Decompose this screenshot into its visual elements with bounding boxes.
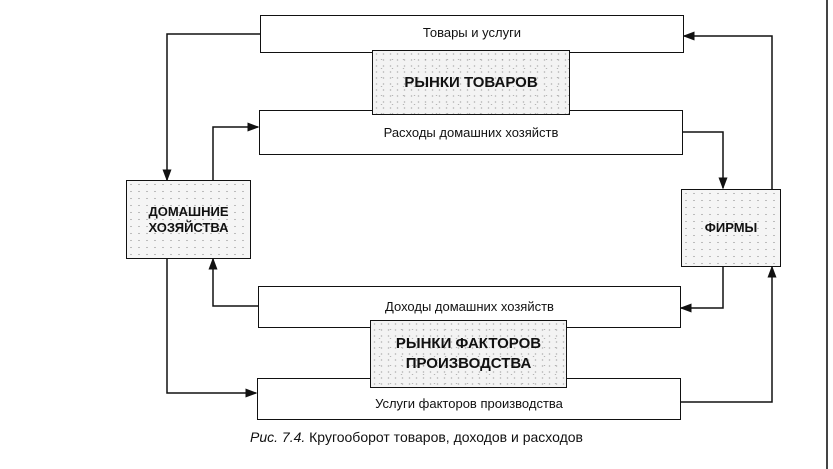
arrow-factors-to-firms	[681, 265, 777, 403]
arrow-firms-to-income	[679, 266, 724, 313]
figure-number: Рис. 7.4.	[250, 429, 306, 445]
arrow-goods-to-households	[162, 33, 260, 182]
flow-label: Доходы домашних хозяйств	[385, 299, 554, 314]
arrow-income-to-households	[208, 257, 258, 307]
arrow-spending-to-firms	[682, 131, 728, 190]
arrow-households-to-factors	[166, 258, 258, 398]
flow-household-spending: Расходы домашних хозяйств	[259, 110, 683, 155]
households-box: ДОМАШНИЕ ХОЗЯЙСТВА	[126, 180, 251, 259]
figure-caption: Рис. 7.4. Кругооборот товаров, доходов и…	[0, 429, 833, 445]
flow-label: Расходы домашних хозяйств	[383, 125, 559, 140]
factor-market-label-line2: ПРОИЗВОДСТВА	[405, 355, 532, 372]
firms-box: ФИРМЫ	[681, 189, 781, 267]
households-label-line2: ХОЗЯЙСТВА	[148, 219, 229, 235]
flow-goods-services: Товары и услуги	[260, 15, 684, 53]
factor-market-label-line1: РЫНКИ ФАКТОРОВ	[395, 335, 542, 352]
flow-label: Товары и услуги	[422, 25, 522, 40]
goods-market-label: РЫНКИ ТОВАРОВ	[404, 73, 538, 91]
figure-caption-text: Кругооборот товаров, доходов и расходов	[309, 429, 583, 445]
arrow-households-to-spending	[212, 122, 260, 180]
firms-label: ФИРМЫ	[704, 220, 758, 235]
households-label-line1: ДОМАШНИЕ	[148, 203, 229, 219]
flow-label: Услуги факторов производства	[375, 396, 563, 411]
arrow-firms-to-goods	[682, 31, 773, 190]
factor-market-box: РЫНКИ ФАКТОРОВ ПРОИЗВОДСТВА	[370, 320, 567, 388]
scan-page-edge	[826, 0, 828, 469]
goods-market-box: РЫНКИ ТОВАРОВ	[372, 50, 570, 115]
